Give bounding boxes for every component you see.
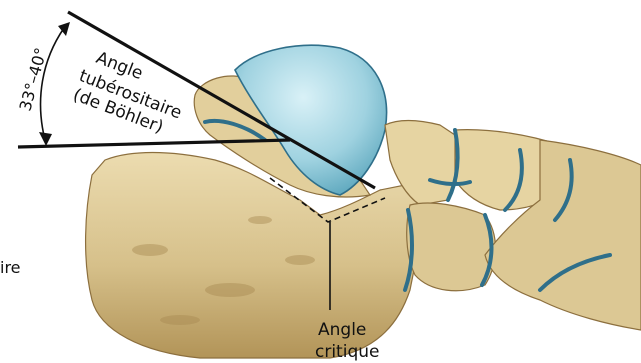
calcaneus-bone xyxy=(86,153,422,359)
critical-label-line1: Angle xyxy=(318,320,366,340)
arc-arrowhead-bottom xyxy=(39,132,52,146)
cut-off-label: ire xyxy=(0,258,21,277)
cuboid-bone xyxy=(407,203,496,291)
critical-label-line2: critique xyxy=(315,342,379,362)
angle-range-label: 33°–40° xyxy=(16,46,51,113)
angle-arc xyxy=(41,28,64,140)
